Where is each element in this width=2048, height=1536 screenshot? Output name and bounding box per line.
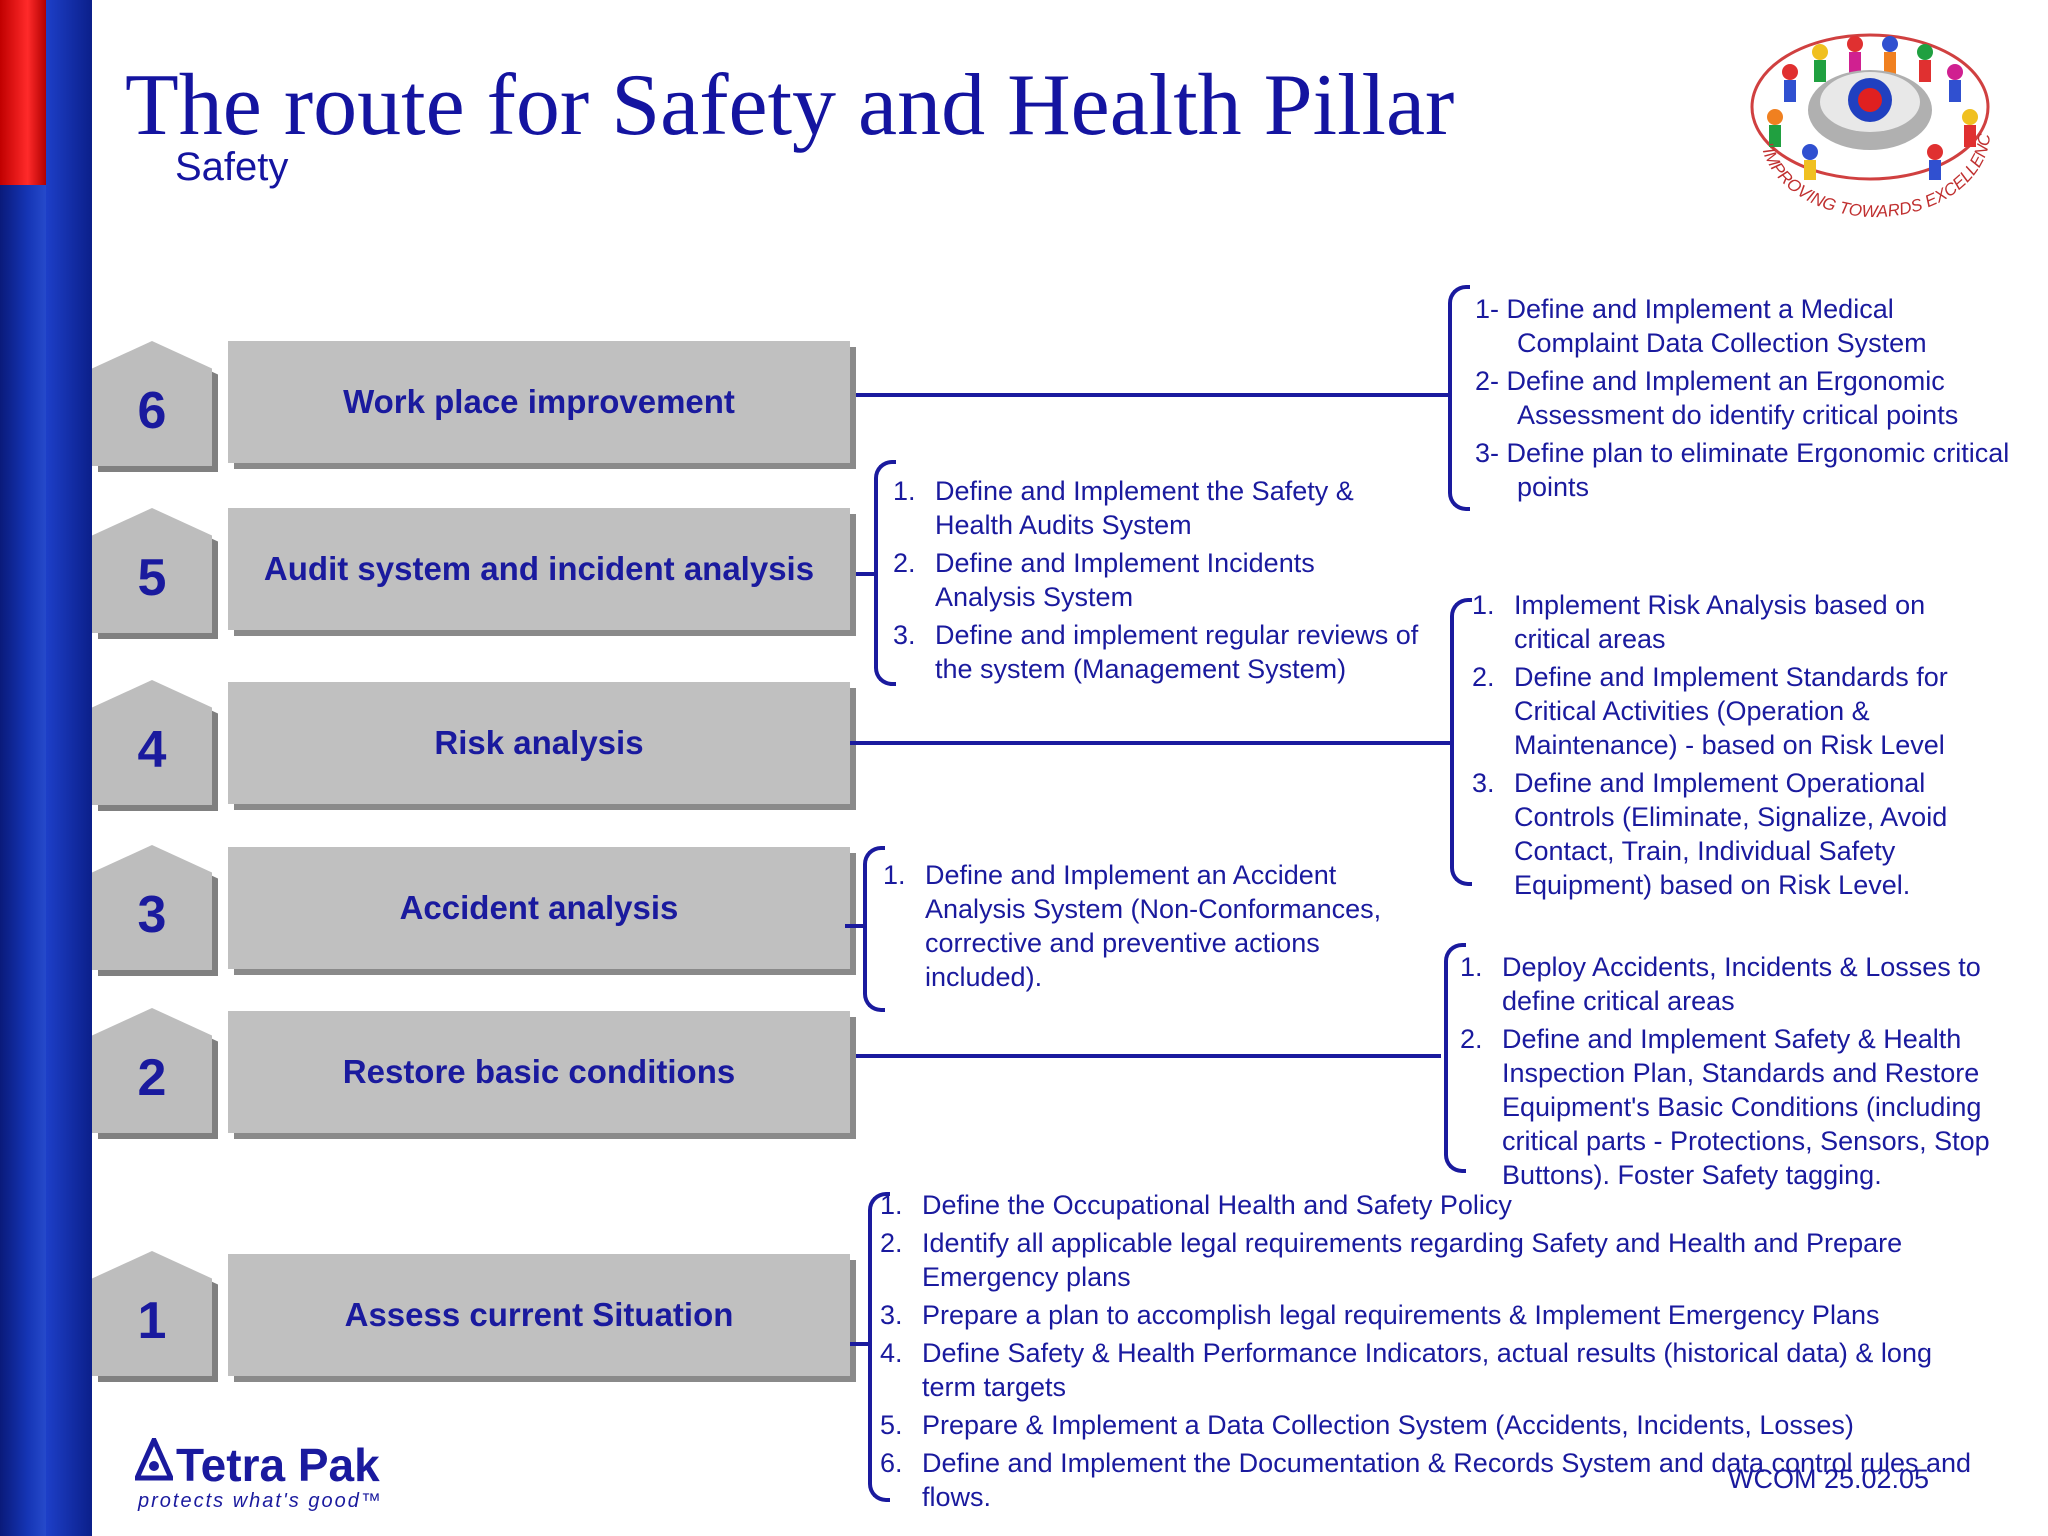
step2-details: 1.Deploy Accidents, Incidents & Losses t… [1460,950,1990,1196]
step-label: Assess current Situation [344,1296,734,1333]
detail-line: points [1517,472,1590,502]
brace-step5 [874,460,896,686]
step1-details: 1.Define the Occupational Health and Saf… [880,1188,1971,1518]
step-label: Audit system and incident analysis [263,550,815,587]
connector-step1 [850,1342,868,1346]
step-number: 6 [137,382,167,440]
step-2-marker: 2 [92,1008,218,1139]
footer-code: WCOM 25.02.05 [1728,1464,1930,1494]
list-item: 5.Prepare & Implement a Data Collection … [880,1410,1854,1440]
list-item: 2.Identify all applicable legal requirem… [880,1228,1903,1292]
red-accent [0,0,46,185]
detail-line: 1- Define and Implement a Medical [1475,294,1894,324]
detail-line: Assessment do identify critical points [1517,400,1959,430]
step5-details: 1.Define and Implement the Safety &Healt… [893,474,1418,690]
connector-step3 [845,924,863,928]
step-number: 1 [137,1292,167,1350]
connector-step4 [850,741,1454,745]
step-number: 4 [137,721,167,779]
list-item: 1.Define and Implement the Safety &Healt… [893,476,1354,540]
connector-step2 [856,1054,1441,1058]
step-4-marker: 4 [92,680,218,811]
step-1-marker: 1 [92,1251,218,1382]
step-number: 3 [137,886,167,944]
step-2-box: Restore basic conditions [228,1011,856,1139]
detail-line: 3- Define plan to eliminate Ergonomic cr… [1475,438,2010,468]
list-item: 6.Define and Implement the Documentation… [880,1448,1972,1512]
step-1-box: Assess current Situation [228,1254,856,1382]
step-5-marker: 5 [92,508,218,639]
tetra-pak-logo-icon [135,1438,173,1481]
people-ring-icon [1767,36,1978,180]
brace-step4 [1450,598,1472,886]
step-label: Accident analysis [399,889,679,926]
page-subtitle: Safety [175,145,289,189]
list-item: 1.Define the Occupational Health and Saf… [880,1190,1512,1220]
step-3-marker: 3 [92,845,218,976]
step-label: Restore basic conditions [342,1053,736,1090]
connector-step6 [856,393,1448,397]
list-item: 4.Define Safety & Health Performance Ind… [880,1338,1932,1402]
step-number: 2 [137,1049,167,1107]
step-6-marker: 6 [92,341,218,472]
step-label: Work place improvement [343,383,735,420]
brace-step3 [863,846,885,1012]
detail-line: Complaint Data Collection System [1517,328,1927,358]
step-6-box: Work place improvement [228,341,856,469]
page-title: The route for Safety and Health Pillar [125,57,1455,154]
connector-step5 [856,572,874,576]
brand-name: Tetra Pak [176,1439,380,1491]
brace-step1 [868,1192,890,1502]
step-label: Risk analysis [434,724,644,761]
list-item: 1.Deploy Accidents, Incidents & Losses t… [1460,952,1981,1016]
improving-excellence-logo: "IMPROVING TOWARDS EXCELLENCE" [1720,22,1994,221]
list-item: 3.Prepare a plan to accomplish legal req… [880,1300,1880,1330]
brace-step6 [1448,285,1470,511]
left-accent-bar [0,0,92,1536]
brand-tagline: protects what's good™ [138,1490,383,1512]
step-number: 5 [137,549,167,607]
list-item: 3.Define and implement regular reviews o… [893,620,1419,684]
step-5-box: Audit system and incident analysis [228,508,856,636]
step-3-box: Accident analysis [228,847,856,975]
brace-step2 [1444,943,1466,1173]
detail-line: 2- Define and Implement an Ergonomic [1475,366,1945,396]
step-4-box: Risk analysis [228,682,856,810]
